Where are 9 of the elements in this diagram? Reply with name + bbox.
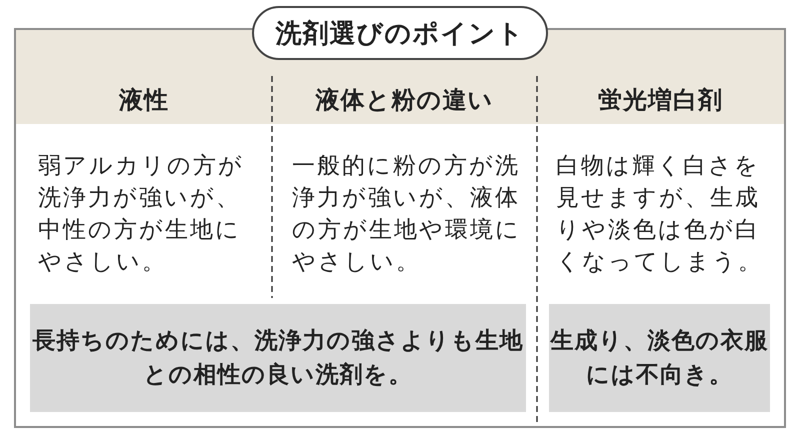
column-heading: 液体と粉の違い [314, 84, 494, 116]
title-pill: 洗剤選びのポイント [252, 6, 548, 60]
column-heading: 蛍光増白剤 [597, 84, 724, 116]
summary-box: 長持ちのためには、洗浄力の強さよりも生地との相性の良い洗剤を。 [30, 304, 526, 412]
summary-box: 生成り、淡色の衣服には不向き。 [549, 304, 770, 412]
column-text: 一般的に粉の方が洗浄力が強いが、液体の方が生地や環境にやさしい。 [292, 152, 522, 277]
column-heading: 液性 [118, 84, 170, 116]
column-text: 白物は輝く白さを見せますが、生成りや淡色は色が白くなってしまう。 [556, 152, 764, 277]
column-text: 弱アルカリの方が洗浄力が強いが、中性の方が生地にやさしい。 [38, 152, 245, 277]
